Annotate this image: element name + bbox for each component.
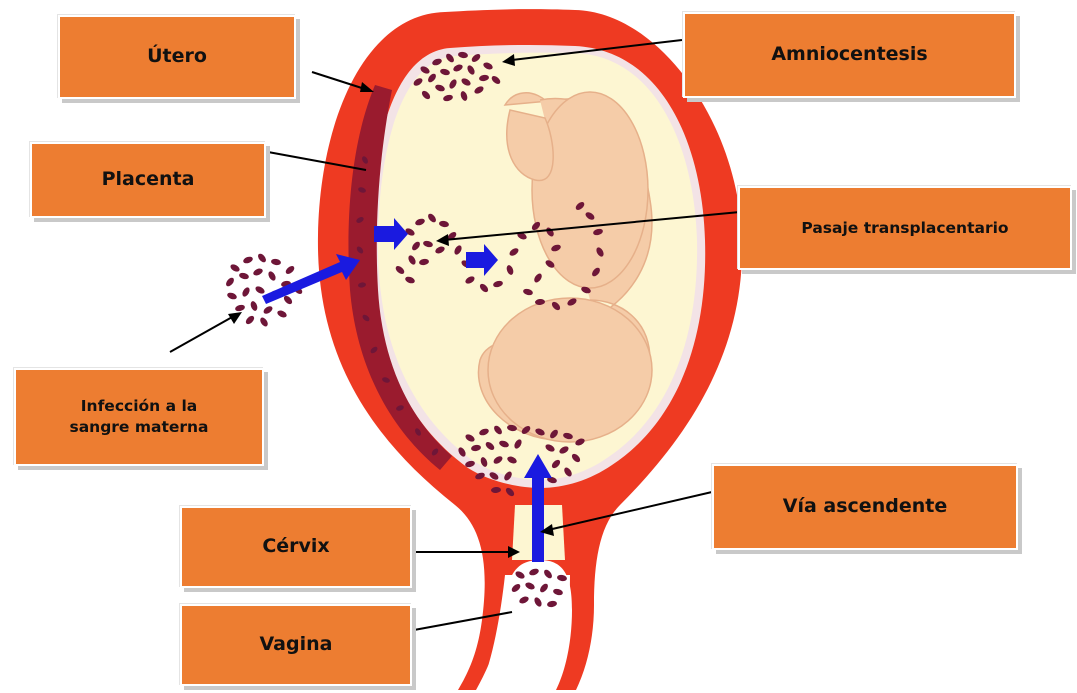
label-placenta-text: Placenta [102,167,195,193]
label-cervix: Cérvix [180,506,412,588]
label-vagina: Vagina [180,604,412,686]
label-vagina-text: Vagina [260,632,333,658]
pointer-infeccion [170,316,234,352]
label-cervix-text: Cérvix [262,534,329,560]
label-utero: Útero [58,15,296,99]
label-utero-text: Útero [147,44,207,70]
label-pasaje-text: Pasaje transplacentario [801,218,1008,239]
label-amniocentesis-text: Amniocentesis [771,42,927,68]
label-amniocentesis: Amniocentesis [683,12,1016,98]
label-infeccion-line2: sangre materna [69,417,208,438]
label-pasaje-transplacentario: Pasaje transplacentario [738,186,1072,270]
label-via-text: Vía ascendente [783,494,947,520]
label-infeccion-line1: Infección a la [81,396,197,417]
label-infeccion-sangre-materna: Infección a la sangre materna [14,368,264,466]
label-placenta: Placenta [30,142,266,218]
label-via-ascendente: Vía ascendente [712,464,1018,550]
